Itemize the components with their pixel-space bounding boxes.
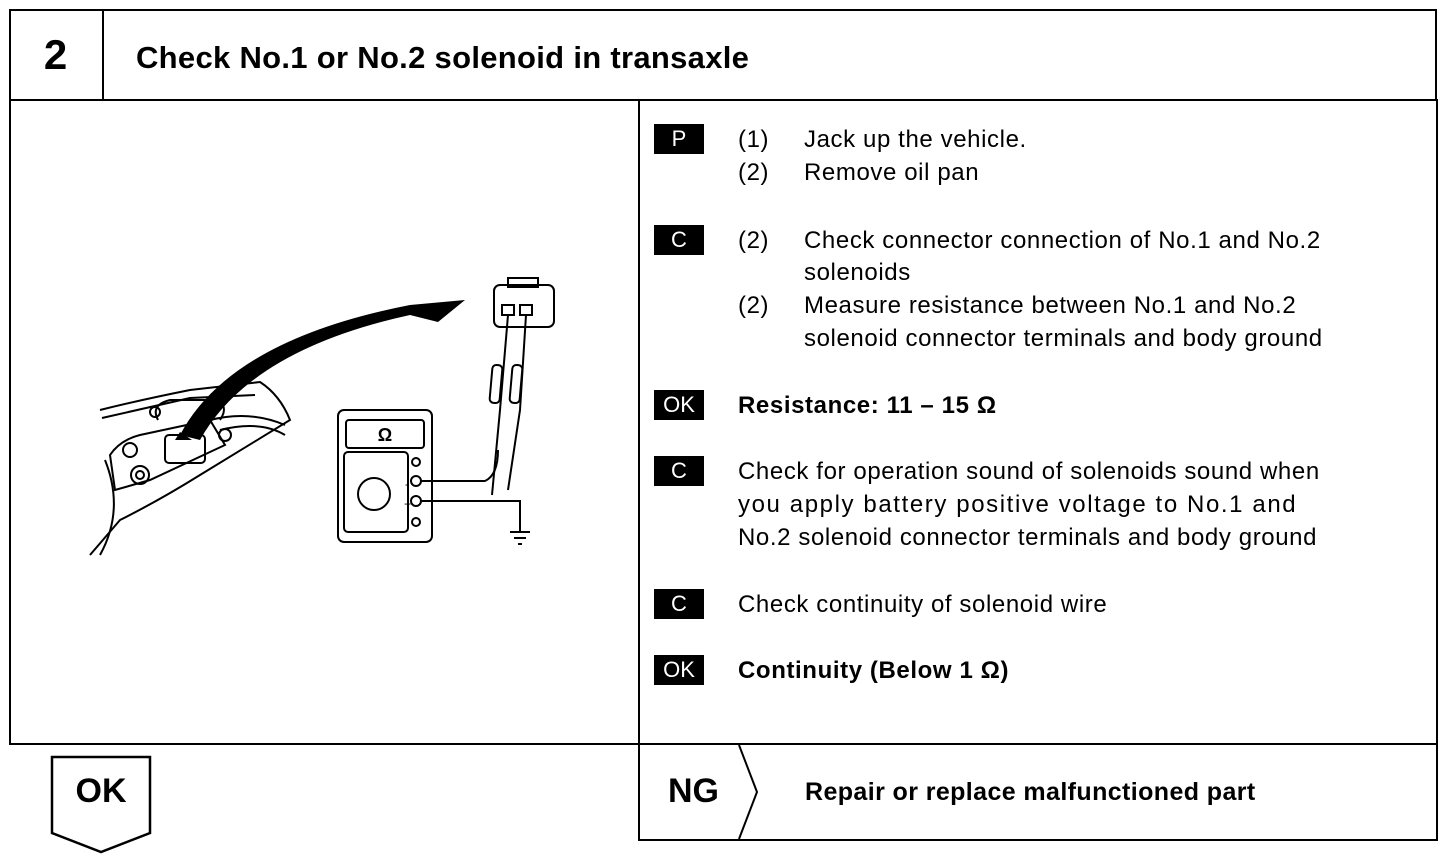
ok-result-label: OK xyxy=(75,772,127,810)
step-text: solenoid connector terminals and body gr… xyxy=(804,325,1323,352)
ohmmeter-display: Ω xyxy=(378,425,392,445)
step-text: you apply battery positive voltage to No… xyxy=(738,491,1298,518)
step-text: No.2 solenoid connector terminals and bo… xyxy=(738,524,1318,551)
badge-c: C xyxy=(654,589,704,619)
svg-text:-: - xyxy=(405,477,409,491)
ohmmeter xyxy=(337,409,433,543)
step-header xyxy=(9,9,1437,101)
badge-ok: OK xyxy=(654,655,704,685)
spec-continuity: Continuity (Below 1 Ω) xyxy=(738,657,1010,684)
ng-action-text: Repair or replace malfunctioned part xyxy=(805,778,1256,806)
ng-result-label: NG xyxy=(668,772,719,810)
solenoid-connector xyxy=(493,284,555,328)
svg-text:+: + xyxy=(404,497,411,511)
transaxle-case xyxy=(89,380,292,556)
indicator-arrow xyxy=(180,300,465,440)
step-number: 2 xyxy=(43,31,68,78)
step-text: Check continuity of solenoid wire xyxy=(738,591,1108,618)
ng-result-box xyxy=(638,745,1438,841)
spec-resistance: Resistance: 11 – 15 Ω xyxy=(738,392,997,419)
step-text: Check connector connection of No.1 and N… xyxy=(804,227,1321,254)
badge-c: C xyxy=(654,456,704,486)
step-text: Jack up the vehicle. xyxy=(804,126,1027,153)
badge-ok: OK xyxy=(654,390,704,420)
ok-result-arrow xyxy=(50,755,152,854)
step-text: Check for operation sound of solenoids s… xyxy=(738,458,1320,485)
step-num: (2) xyxy=(738,159,770,186)
step-num: (2) xyxy=(738,227,770,254)
header-divider xyxy=(102,9,104,101)
step-title: Check No.1 or No.2 solenoid in transaxle xyxy=(136,40,750,75)
instructions-panel xyxy=(638,99,1438,745)
step-text: solenoids xyxy=(804,259,911,286)
step-num: (2) xyxy=(738,292,770,319)
step-text: Measure resistance between No.1 and No.2 xyxy=(804,292,1297,319)
badge-c: C xyxy=(654,225,704,255)
solenoid-test-illustration: Ω - + xyxy=(89,277,555,556)
step-text: Remove oil pan xyxy=(804,159,980,186)
step-num: (1) xyxy=(738,126,770,153)
badge-p: P xyxy=(654,124,704,154)
ng-chevron xyxy=(738,745,759,839)
